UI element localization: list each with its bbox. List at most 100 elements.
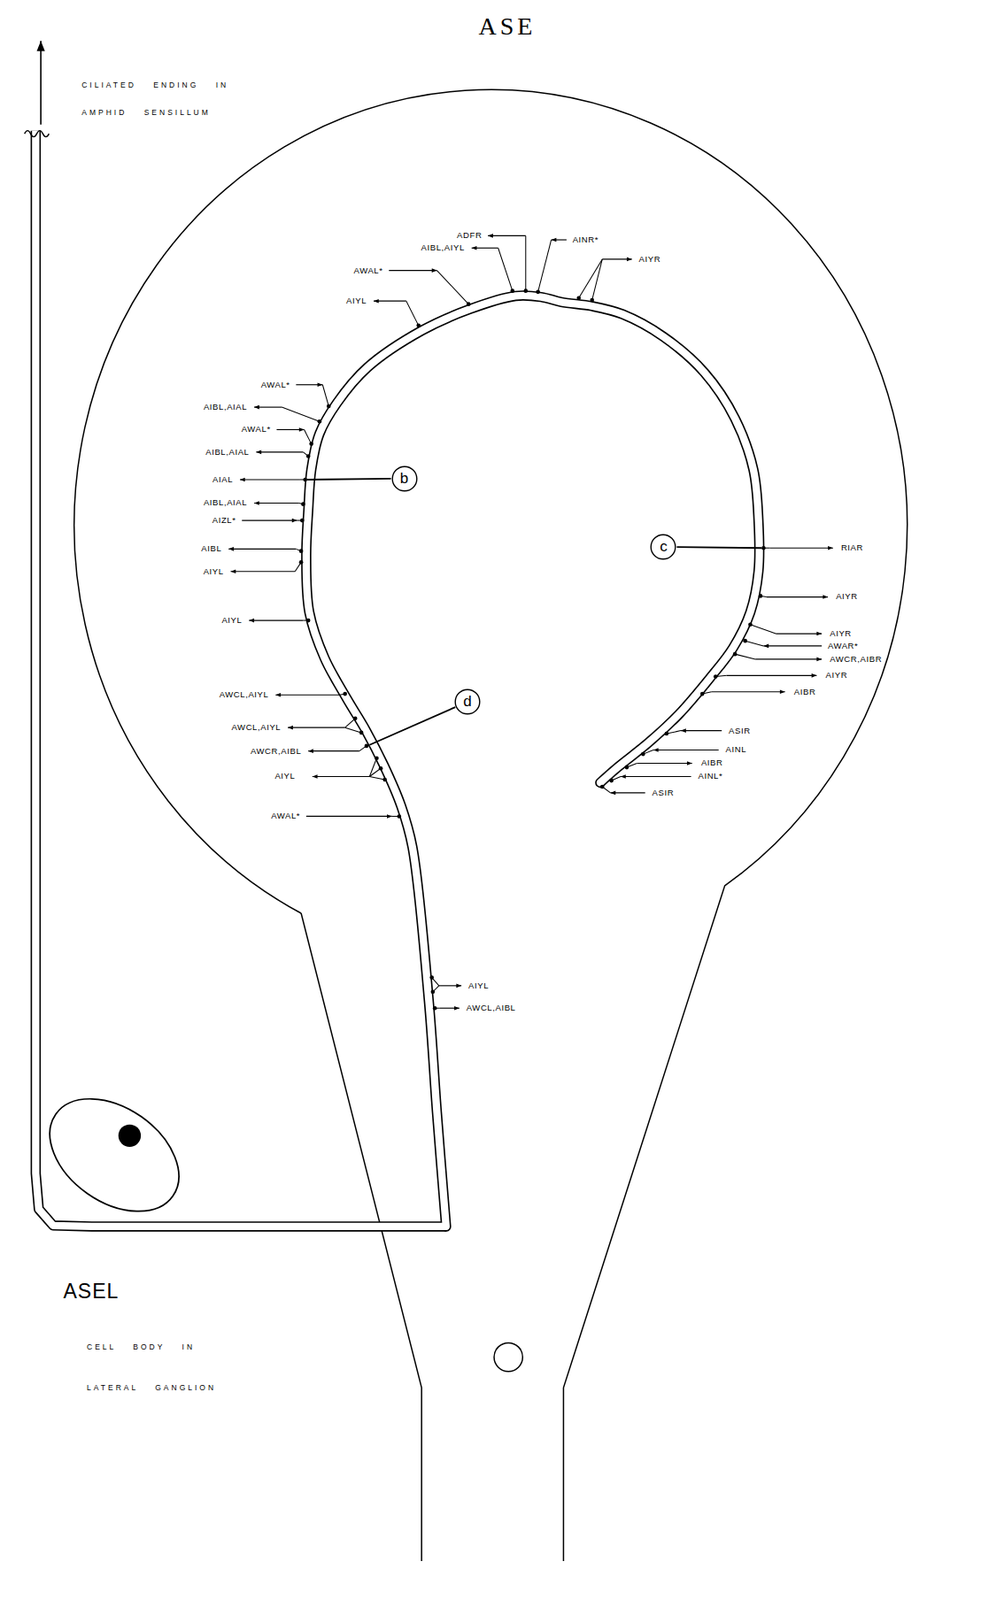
callout-circle: c [649,533,677,561]
callout-letter: b [391,465,418,493]
synapse-dot [742,639,748,644]
synapse-label: AIBR [793,687,818,696]
leader-line [345,727,362,734]
synapse-label: AINL* [696,772,724,781]
leader-arrow [680,730,722,732]
synapse-label: AIYL [345,296,368,306]
synapse-dot [713,674,719,680]
synapse-dot [301,502,306,507]
synapse-dot [431,989,436,995]
leader-arrow [231,571,296,572]
leader-arrow [248,620,303,622]
leader-arrow [440,1008,460,1010]
leader-line [498,247,513,291]
neuron-outline [306,295,760,1228]
leader-arrow [254,502,300,504]
synapse-label: AIYR [638,254,663,264]
synapse-dot [364,744,370,750]
synapse-label: AIYR [825,671,850,680]
break-mark [24,131,50,138]
leader-arrow [295,384,323,386]
synapse-dot [429,975,434,981]
direction-arrow [39,40,42,125]
synapse-dot [733,652,738,657]
leader-line [345,718,356,728]
leader-line [369,776,385,780]
leader-line [666,731,681,734]
neuron-interior [306,295,760,1228]
leader-arrow [763,645,822,647]
synapse-dot [300,518,305,524]
synapse-label: AIBL,AIAL [202,498,248,508]
synapse-dot [302,478,308,483]
neuron-interior [35,131,446,1228]
synapse-label: AIZL* [211,516,238,526]
leader-arrow [241,520,297,522]
synapse-dot [466,301,472,307]
leader-line [369,768,381,777]
synapse-dot [641,752,646,757]
synapse-dot [509,288,515,294]
synapse-label: AIBR [700,758,725,768]
circle-shape [455,689,480,715]
neuron-outline [35,131,446,1228]
leader-arrow [551,239,567,240]
leader-arrow [602,258,632,260]
cell-name: ASEL [62,1280,119,1305]
leader-arrow [755,658,822,660]
callout-circle: d [454,688,481,716]
synapse-label: AWCL,AIBL [465,1004,518,1013]
synapse-label: RIAR [840,543,865,553]
callout-line [369,707,456,746]
leader-line [436,270,469,305]
leader-arrow [276,429,304,431]
synapse-dot [576,295,581,301]
synapse-dot [432,1006,438,1012]
leader-arrow [726,675,817,677]
synapse-dot [308,441,314,447]
cell-body [29,1075,201,1235]
leader-arrow [487,235,526,237]
annotation: CELL BODY IN LATERAL GANGLION [86,1327,229,1409]
leader-arrow [306,816,393,818]
synapse-dot [342,692,348,697]
leader-arrow [610,792,645,794]
leader-arrow [711,691,786,693]
synapse-label: AIBL,AIAL [202,402,248,412]
synapse-dot [523,288,528,294]
synapse-label: AIYR [828,629,853,639]
leader-arrow [388,270,437,271]
leader-line [281,407,320,422]
leader-line [592,259,603,301]
callout-line [676,547,762,549]
synapse-label: AWCR,AIBR [828,655,883,665]
synapse-dot [299,560,304,565]
leader-arrow [254,407,282,409]
leader-lines [228,235,834,1011]
synapse-dot [326,404,332,410]
synapse-label: ASIR [727,726,752,735]
leader-line [322,385,329,407]
leader-arrow [308,750,360,752]
synapse-dot [748,622,753,627]
synapse-dot [535,290,541,295]
callout-letter: d [454,688,481,716]
synapse-dot [758,594,764,599]
synapse-dot [600,785,605,790]
annotation: CILIATED ENDING IN AMPHID SENSILLUM [81,71,259,127]
synapse-label: AWCL,AIYL [230,723,282,733]
synapse-dot [374,756,379,761]
synapse-dot [359,731,364,736]
nerve-ring-outline [74,89,908,1562]
leader-line [538,239,552,293]
synapse-label: AIBL [200,544,223,554]
leader-line [749,625,776,634]
nucleus [118,1125,141,1148]
leader-arrow [769,548,833,549]
synapse-label: ADFR [455,231,483,240]
leader-line [745,641,765,647]
leader-arrow [287,727,346,729]
leader-arrow [228,548,296,550]
